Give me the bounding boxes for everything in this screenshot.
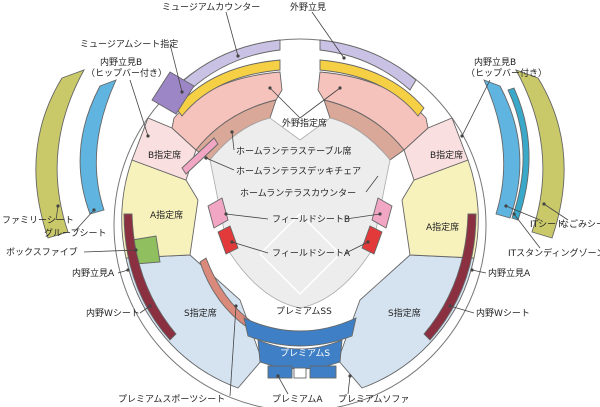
- field-seat-b-left[interactable]: [207, 197, 229, 229]
- label-outfield-standing: 外野立見: [290, 1, 326, 13]
- b-reserved-right-area[interactable]: [403, 117, 469, 181]
- label-museum-counter: ミュージアムカウンター: [162, 2, 260, 13]
- a-reserved-right-area[interactable]: [401, 159, 479, 259]
- field-seat-a-left[interactable]: [217, 225, 239, 255]
- museum-counter-right[interactable]: [319, 39, 417, 91]
- label-nagomi-seat: なごみシート: [560, 218, 600, 230]
- label-inner-standing-a-right: 内野立見A: [488, 267, 531, 279]
- label-it-seat: ITシート: [530, 220, 565, 230]
- outfield-band-right[interactable]: [319, 59, 425, 117]
- label-group-seat: グループシート: [44, 227, 106, 239]
- field-seat-b-right[interactable]: [371, 197, 393, 229]
- it-seat-area[interactable]: [483, 79, 521, 219]
- label-b-reserved-left: B指定席: [148, 149, 181, 161]
- label-field-seat-a: フィールドシートA: [272, 249, 351, 259]
- a-reserved-left-area[interactable]: [121, 159, 199, 259]
- family-seat-area[interactable]: [35, 69, 85, 239]
- label-s-reserved-right: S指定席: [388, 307, 421, 319]
- home-plate-box: [293, 367, 307, 379]
- premium-ss-area[interactable]: [243, 317, 357, 347]
- label-homerun-terrace-table: ホームランテラステーブル席: [236, 145, 352, 157]
- label-premium-s: プレミアムS: [280, 348, 330, 359]
- label-box-five: ボックスファイブ: [6, 246, 78, 258]
- infield-diamond: [259, 213, 341, 295]
- label-inner-standing-a-left: 内野立見A: [72, 267, 115, 279]
- s-reserved-right-area[interactable]: [337, 254, 475, 389]
- label-premium-sofa: プレミアムソファ: [338, 394, 409, 405]
- inner-w-right-area[interactable]: [423, 213, 477, 341]
- label-inner-w-left: 内野Wシート: [86, 307, 140, 319]
- outfield-band-left[interactable]: [175, 59, 281, 117]
- label-premium-sports: プレミアムスポーツシート: [118, 394, 225, 405]
- leader-lines: [55, 11, 569, 397]
- label-inner-standing-b-left-2: （ヒップバー付き）: [86, 68, 167, 79]
- label-inner-standing-b-right-1: 内野立見B: [474, 56, 516, 68]
- museum-counter-left[interactable]: [183, 39, 281, 91]
- label-family-seat: ファミリーシート: [2, 216, 74, 226]
- label-it-standing-zone: ITスタンディングゾーン: [508, 247, 600, 259]
- label-outfield-reserved: 外野指定席: [282, 117, 327, 129]
- it-standing-zone-area[interactable]: [507, 87, 530, 221]
- label-premium-a: プレミアムA: [272, 394, 323, 405]
- label-field-seat-b: フィールドシートB: [272, 215, 350, 225]
- group-seat-area[interactable]: [79, 79, 117, 215]
- premium-a-area[interactable]: [267, 365, 293, 379]
- label-b-reserved-right: B指定席: [430, 149, 463, 161]
- label-premium-ss: プレミアムSS: [276, 306, 332, 317]
- label-inner-standing-b-left-1: 内野立見B: [100, 56, 142, 68]
- s-reserved-left-area[interactable]: [125, 254, 263, 389]
- label-homerun-terrace-deck: ホームランテラスデッキチェア: [236, 165, 361, 177]
- field-seat-a-right[interactable]: [361, 225, 383, 255]
- label-inner-standing-b-right-2: （ヒップバー付き）: [466, 68, 547, 79]
- museum-reserved-area[interactable]: [151, 71, 195, 115]
- label-homerun-terrace-counter: ホームランテラスカウンター: [240, 188, 356, 199]
- label-a-reserved-right: A指定席: [426, 221, 459, 233]
- premium-sofa-area[interactable]: [309, 365, 337, 379]
- label-inner-w-right: 内野Wシート: [476, 307, 530, 319]
- nagomi-seat-area[interactable]: [515, 69, 565, 239]
- inner-w-left-area[interactable]: [123, 213, 177, 341]
- label-s-reserved-left: S指定席: [184, 307, 217, 319]
- homerun-terrace-deck-area[interactable]: [181, 137, 219, 175]
- label-a-reserved-left: A指定席: [150, 209, 183, 221]
- label-museum-reserved: ミュージアムシート指定: [80, 38, 178, 50]
